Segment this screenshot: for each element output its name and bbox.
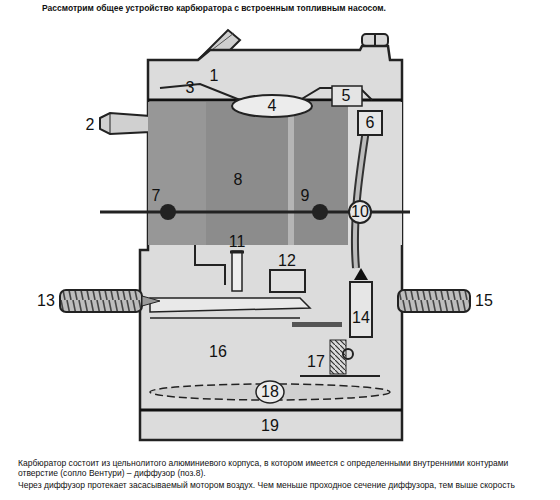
callout-number: 1 bbox=[210, 68, 219, 84]
callout-number: 9 bbox=[301, 188, 310, 204]
page-heading: Рассмотрим общее устройство карбюратора … bbox=[42, 3, 522, 13]
callout-number: 2 bbox=[86, 117, 95, 133]
callout-number: 4 bbox=[268, 98, 277, 114]
callout-number: 15 bbox=[475, 293, 493, 309]
body-text: Через диффузор протекает засасываемый мо… bbox=[18, 480, 543, 490]
caption-text: Карбюратор состоит из цельнолитого алюми… bbox=[18, 458, 543, 478]
callout-number: 18 bbox=[261, 384, 279, 400]
callout-number: 10 bbox=[351, 204, 369, 220]
callout-number: 16 bbox=[209, 344, 227, 360]
callout-number: 12 bbox=[278, 253, 296, 269]
callout-number: 14 bbox=[352, 310, 370, 326]
callout-number: 19 bbox=[261, 418, 279, 434]
callout-number: 7 bbox=[152, 188, 161, 204]
callout-number: 17 bbox=[307, 354, 325, 370]
callout-number: 8 bbox=[234, 172, 243, 188]
callout-number: 13 bbox=[37, 293, 55, 309]
callout-number: 6 bbox=[366, 115, 375, 131]
callout-number: 3 bbox=[186, 80, 195, 96]
callout-number: 11 bbox=[229, 234, 246, 250]
callout-number: 5 bbox=[342, 88, 351, 104]
